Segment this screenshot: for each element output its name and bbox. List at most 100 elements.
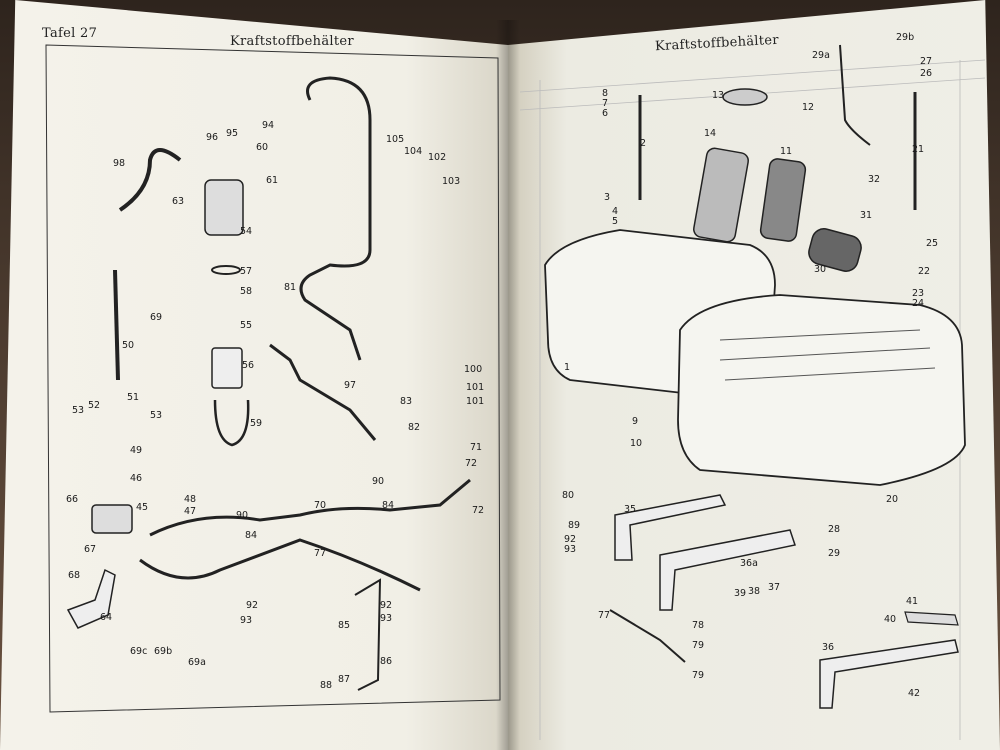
bracket-64 (66, 568, 116, 629)
callout: 79 (692, 640, 705, 651)
callout: 20 (886, 494, 899, 505)
callout: 51 (127, 392, 140, 403)
bracket-36 (819, 639, 959, 709)
callout: 90 (236, 510, 249, 521)
callout: 103 (442, 176, 461, 187)
callout: 102 (428, 152, 447, 163)
callout: 104 (404, 146, 423, 157)
bracket-85 (354, 578, 382, 691)
cap-13 (722, 88, 768, 106)
pipe-97 (269, 343, 377, 441)
filter-54 (204, 179, 244, 236)
callout: 95 (226, 128, 239, 139)
callout: 70 (314, 500, 327, 511)
callout: 101 (466, 396, 485, 407)
callout: 87 (338, 674, 351, 685)
callout: 63 (172, 196, 185, 207)
cup-56 (211, 347, 243, 389)
strap-77 (609, 609, 686, 663)
callout: 1 (564, 362, 571, 373)
callout: 29 (828, 548, 841, 559)
callout: 4 (612, 206, 619, 217)
callout: 68 (68, 570, 81, 581)
tank-20 (677, 294, 966, 486)
callout: 67 (84, 544, 97, 555)
callout: 5 (612, 216, 619, 227)
callout: 42 (908, 688, 921, 699)
callout: 23 (912, 288, 925, 299)
callout: 41 (906, 596, 919, 607)
callout: 72 (465, 458, 478, 469)
hose-30 (808, 228, 862, 272)
callout: 36 (822, 642, 835, 653)
callout: 69c (130, 646, 148, 657)
callout: 29a (812, 50, 830, 61)
callout: 31 (860, 210, 873, 221)
callout: 14 (704, 128, 717, 139)
callout: 37 (768, 582, 781, 593)
left-page-title: Kraftstoffbehälter (230, 34, 354, 49)
callout: 22 (918, 266, 931, 277)
callout: 35 (624, 504, 637, 515)
tank-20-ribs (719, 329, 936, 381)
callout: 58 (240, 286, 253, 297)
callout: 69 (150, 312, 163, 323)
callout: 66 (66, 494, 79, 505)
callout: 6 (602, 108, 609, 119)
ring-57 (211, 265, 241, 275)
bracket-35 (614, 494, 727, 561)
callout: 93 (564, 544, 577, 555)
callout: 25 (926, 238, 939, 249)
callout: 77 (598, 610, 611, 621)
callout: 11 (780, 146, 793, 157)
callout: 12 (802, 102, 815, 113)
callout: 54 (240, 226, 253, 237)
bracket-36a (659, 529, 796, 611)
callout: 86 (380, 656, 393, 667)
callout: 88 (320, 680, 333, 691)
plate-number: Tafel 27 (42, 26, 98, 41)
callout: 77 (314, 548, 327, 559)
callout: 71 (470, 442, 483, 453)
callout: 81 (284, 282, 297, 293)
callout: 85 (338, 620, 351, 631)
callout: 56 (242, 360, 255, 371)
pipe-70 (149, 478, 471, 537)
callout: 69a (188, 657, 206, 668)
callout: 57 (240, 266, 253, 277)
callout: 53 (72, 405, 85, 416)
pipe-77 (139, 538, 421, 592)
callout: 59 (250, 418, 263, 429)
callout: 24 (912, 298, 925, 309)
callout: 89 (568, 520, 581, 531)
fuel-line-98 (118, 148, 182, 212)
callout: 100 (464, 364, 483, 375)
callout: 93 (240, 615, 253, 626)
filler-neck-14 (693, 147, 749, 243)
callout: 49 (130, 445, 143, 456)
callout: 7 (602, 98, 609, 109)
callout: 2 (640, 138, 647, 149)
callout: 32 (868, 174, 881, 185)
pipe-50 (113, 269, 120, 381)
callout: 45 (136, 502, 149, 513)
callout: 92 (380, 600, 393, 611)
callout: 61 (266, 175, 279, 186)
long-pipe-81 (299, 76, 372, 361)
callout: 3 (604, 192, 611, 203)
callout: 55 (240, 320, 253, 331)
float-29a (839, 44, 871, 146)
bracket-59 (213, 399, 250, 447)
callout: 40 (884, 614, 897, 625)
callout: 8 (602, 88, 609, 99)
callout: 28 (828, 524, 841, 535)
callout: 90 (372, 476, 385, 487)
callout: 97 (344, 380, 357, 391)
callout: 48 (184, 494, 197, 505)
callout: 105 (386, 134, 405, 145)
callout: 36a (740, 558, 758, 569)
valve-45 (91, 504, 133, 534)
callout: 72 (472, 505, 485, 516)
callout: 38 (748, 586, 761, 597)
